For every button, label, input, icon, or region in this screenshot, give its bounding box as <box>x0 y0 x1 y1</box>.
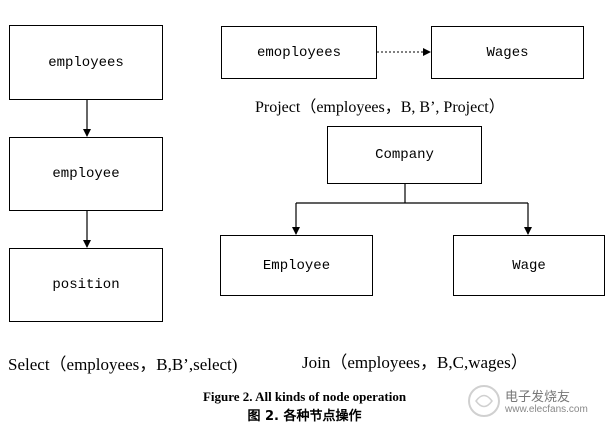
select-caption: Select（employees，B,B’,select) <box>8 355 238 374</box>
node-employee-join: Employee <box>220 235 373 296</box>
node-emoployees-label: emoployees <box>256 44 341 61</box>
watermark-url: www.elecfans.com <box>505 404 588 415</box>
node-employee-join-label: Employee <box>262 257 331 274</box>
node-employees-label: employees <box>48 54 124 71</box>
node-employee: employee <box>9 137 163 211</box>
node-position-label: position <box>52 277 120 293</box>
join-caption: Join（employees，B,C,wages） <box>302 353 528 372</box>
project-caption: Project（employees，B, B’, Project） <box>255 99 505 116</box>
node-wage-label: Wage <box>512 257 546 274</box>
node-wages-label: Wages <box>486 44 529 61</box>
node-emoployees: emoployees <box>221 26 377 79</box>
node-wages: Wages <box>431 26 584 79</box>
node-company: Company <box>327 126 482 184</box>
node-company-label: Company <box>375 147 434 163</box>
node-wage: Wage <box>453 235 605 296</box>
elecfans-logo-icon <box>468 385 500 417</box>
node-employees: employees <box>9 25 163 100</box>
figure-caption-en: Figure 2. All kinds of node operation <box>202 389 407 404</box>
node-employee-label: employee <box>52 166 120 182</box>
figure-caption-cn: 图 2. 各种节点操作 <box>247 409 362 424</box>
node-position: position <box>9 248 163 322</box>
watermark-name: 电子发烧友 <box>505 390 571 405</box>
